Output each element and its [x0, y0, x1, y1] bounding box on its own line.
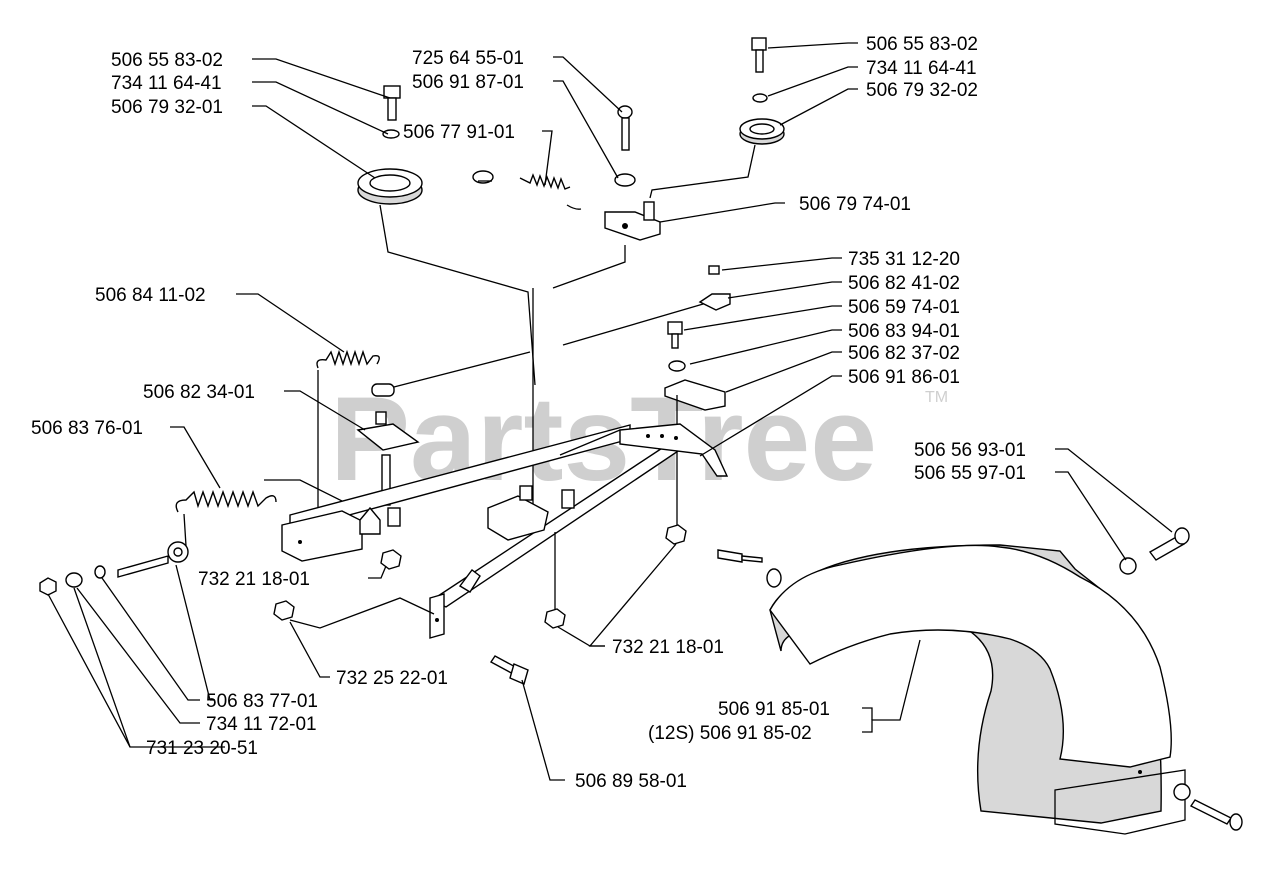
part-label: 732 21 18-01: [198, 569, 310, 590]
part-label: 734 11 72-01: [206, 714, 317, 735]
left-bolt: [383, 85, 401, 121]
leader-left-pulley-down: [379, 204, 536, 386]
part-label: 506 77 91-01: [403, 122, 515, 143]
top-washer-506-91-87: [614, 173, 636, 187]
part-labels: 506 55 83-02 734 11 64-41 506 79 32-01 7…: [31, 34, 1026, 792]
part-label: 732 25 22-01: [336, 668, 448, 689]
leader-bracket-right-pulley: [649, 144, 756, 199]
part-label: 506 82 34-01: [143, 382, 255, 403]
part-label: 506 91 85-01: [718, 699, 830, 720]
part-506-82-41: [698, 293, 731, 311]
frame-end-right: [619, 423, 729, 477]
leader-nut-732-25: [289, 597, 435, 629]
nut-731-23-20: [39, 577, 57, 596]
frame-end-left: [281, 506, 401, 562]
part-label: 506 55 83-02: [111, 50, 223, 71]
part-label: 506 83 76-01: [31, 418, 143, 439]
part-label: 506 59 74-01: [848, 297, 960, 318]
part-506-83-94-washer: [668, 360, 686, 372]
part-506-82-37-plate: [664, 379, 726, 411]
part-label: 506 84 11-02: [95, 285, 206, 306]
frame-mount-plate: [429, 569, 481, 639]
plate-506-82-34: [356, 423, 420, 451]
part-label: 734 11 64-41: [866, 58, 977, 79]
nut-732-21-18-right-b: [544, 608, 566, 629]
eyebolt-506-83-77: [117, 541, 189, 578]
cover-washer-top-right: [1119, 557, 1137, 575]
left-washer: [382, 129, 400, 139]
part-label: 506 56 93-01: [914, 440, 1026, 461]
bolt-506-89-58: [489, 655, 529, 685]
part-label: 731 23 20-51: [146, 738, 258, 759]
part-label: 506 79 74-01: [799, 194, 911, 215]
frame-rod-top: [559, 429, 621, 456]
part-label: 506 89 58-01: [575, 771, 687, 792]
part-label: 506 79 32-02: [866, 80, 978, 101]
part-label: 506 82 41-02: [848, 273, 960, 294]
cover-bolt-top-right: [1148, 527, 1190, 561]
right-bolt: [751, 37, 767, 73]
cover-washer-left: [766, 568, 782, 588]
leader-lines: [47, 42, 1173, 781]
cover-506-91-85: [769, 544, 1186, 835]
right-washer: [752, 93, 768, 103]
part-label: 506 79 32-01: [111, 97, 223, 118]
cover-bolt-left: [717, 549, 763, 563]
plate-stud: [375, 411, 387, 425]
part-label: 735 31 12-20: [848, 249, 960, 270]
center-bracket: [604, 201, 661, 241]
nut-732-25-22: [273, 600, 295, 621]
washer-small: [94, 565, 106, 579]
cover-washer-bottom: [1173, 783, 1191, 801]
spring-506-83-76: [175, 489, 277, 513]
left-pulley: [357, 168, 423, 205]
part-label: 732 21 18-01: [612, 637, 724, 658]
part-735-31-12: [708, 265, 720, 275]
top-bolt-725: [617, 105, 633, 151]
cable-right: [562, 301, 711, 346]
right-pulley: [739, 118, 785, 145]
center-bracket-frame: [487, 485, 575, 612]
watermark-tm: TM: [925, 389, 948, 406]
spring-506-84-11: [316, 349, 380, 369]
part-label: 506 55 97-01: [914, 463, 1026, 484]
link-clip: [371, 383, 395, 397]
part-label: 734 11 64-41: [111, 73, 222, 94]
part-label: 506 55 83-02: [866, 34, 978, 55]
leader-bracket-down: [552, 245, 626, 289]
part-label: 506 83 94-01: [848, 321, 960, 342]
cable-left: [389, 351, 531, 389]
leader-spring2-down: [183, 513, 187, 547]
nut-732-21-18-right-a: [665, 524, 687, 545]
part-label: 506 91 87-01: [412, 72, 524, 93]
part-label: 506 91 86-01: [848, 367, 960, 388]
top-spring: [472, 170, 582, 210]
part-label: 506 82 37-02: [848, 343, 960, 364]
part-506-59-74-bolt: [667, 321, 683, 349]
cover-bolt-bottom: [1189, 799, 1243, 831]
part-label: 725 64 55-01: [412, 48, 524, 69]
part-label: (12S) 506 91 85-02: [648, 723, 812, 744]
leader-spring2-right: [264, 479, 361, 511]
nut-732-21-18-left: [380, 549, 402, 570]
washer-734-11-72: [65, 572, 83, 588]
part-label: 506 83 77-01: [206, 691, 318, 712]
